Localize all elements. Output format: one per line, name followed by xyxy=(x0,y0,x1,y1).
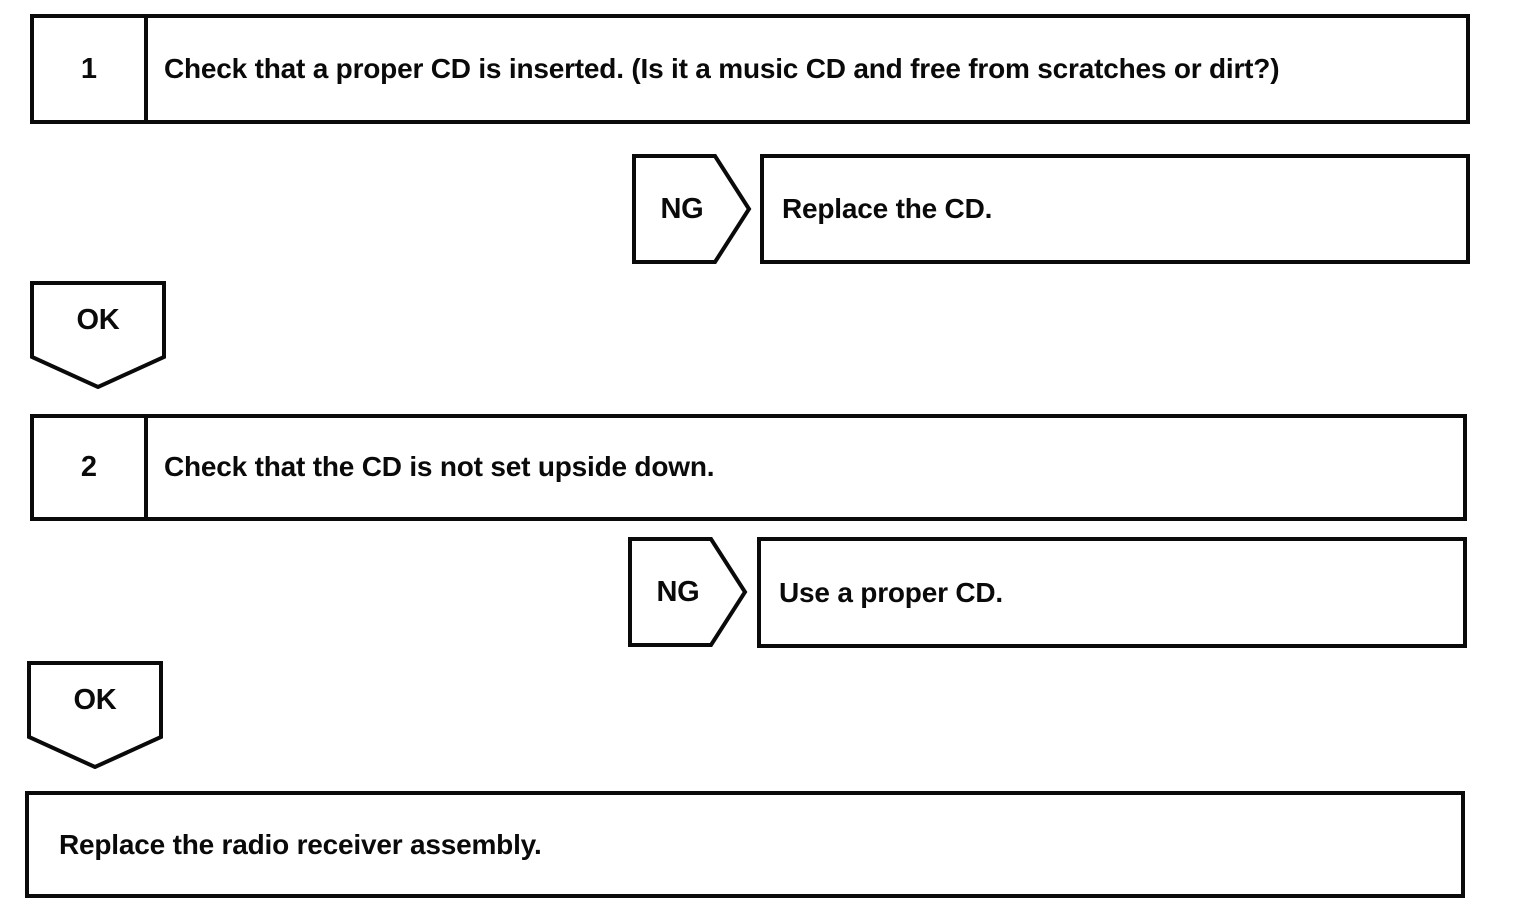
ng-arrow-shape xyxy=(632,154,752,264)
ng-label-2: NG xyxy=(656,575,700,608)
final-action-box: Replace the radio receiver assembly. xyxy=(25,791,1465,898)
step-2-instruction: Check that the CD is not set upside down… xyxy=(164,451,715,483)
ng-arrow-shape xyxy=(628,537,748,647)
step-2-number: 2 xyxy=(34,418,148,517)
step-2-box: 2 Check that the CD is not set upside do… xyxy=(30,414,1467,521)
final-action-text: Replace the radio receiver assembly. xyxy=(59,828,542,860)
step-1-number: 1 xyxy=(34,18,148,120)
ng-action-box-2: Use a proper CD. xyxy=(757,537,1467,648)
ok-connector-2: OK xyxy=(27,661,163,769)
step-1-box: 1 Check that a proper CD is inserted. (I… xyxy=(30,14,1470,124)
ok-label-1: OK xyxy=(76,303,120,336)
step-1-instruction: Check that a proper CD is inserted. (Is … xyxy=(164,52,1280,84)
ng-action-text-2: Use a proper CD. xyxy=(779,576,1003,608)
ng-label-1: NG xyxy=(660,192,704,225)
ng-action-text-1: Replace the CD. xyxy=(782,193,993,224)
ok-arrow-shape xyxy=(27,661,163,769)
ok-arrow-shape xyxy=(30,281,166,389)
ng-action-box-1: Replace the CD. xyxy=(760,154,1470,264)
ng-connector-1: NG xyxy=(632,154,752,264)
ng-connector-2: NG xyxy=(628,537,748,647)
ok-label-2: OK xyxy=(73,683,117,716)
ok-connector-1: OK xyxy=(30,281,166,389)
